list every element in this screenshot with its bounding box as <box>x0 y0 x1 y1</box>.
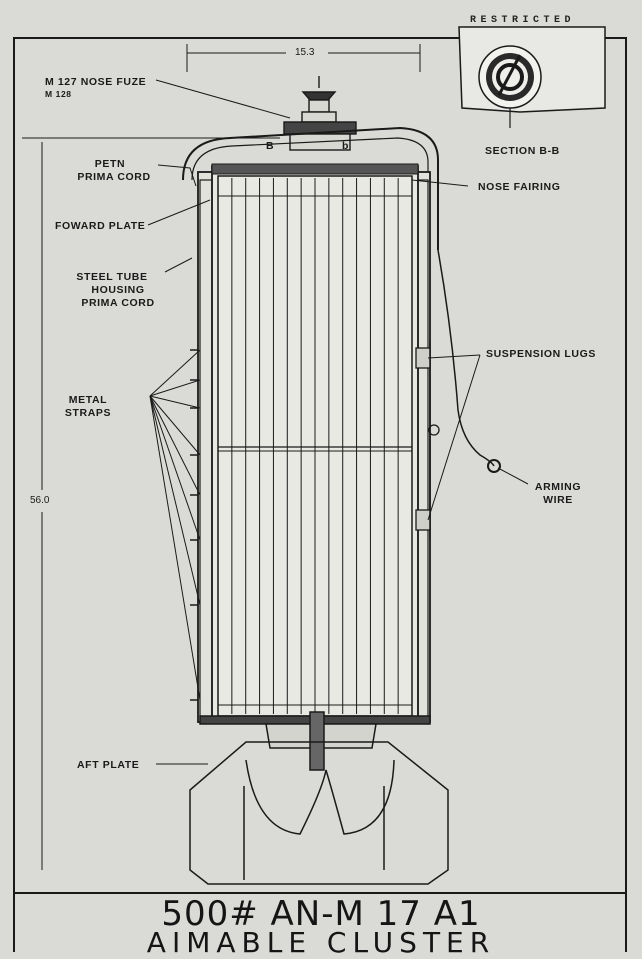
drawing-subtitle: AIMABLE CLUSTER <box>146 926 496 959</box>
arming-wire-ring <box>487 459 501 473</box>
label-petn-prima-cord: PRIMA CORD <box>77 171 151 183</box>
label-petn: PETN <box>94 158 126 170</box>
label-suspension-lugs: SUSPENSION LUGS <box>486 348 596 360</box>
label-steel-tube-prima-cord: PRIMA CORD <box>81 297 155 309</box>
nose-fairing <box>182 126 439 250</box>
drawing-title: 500# AN-M 17 A1 <box>161 894 481 934</box>
suspension-lugs <box>415 340 440 540</box>
aft-plate-and-tail <box>189 711 449 885</box>
arming-wire <box>437 249 495 467</box>
label-nose-fairing: NOSE FAIRING <box>478 181 561 193</box>
label-nose-fuze: M 127 NOSE FUZE <box>45 76 147 88</box>
width-dimension-value: 15.3 <box>295 47 315 58</box>
label-metal-straps-2: STRAPS <box>64 407 112 419</box>
label-forward-plate: FOWARD PLATE <box>55 220 146 232</box>
label-b-left: B <box>266 140 275 152</box>
cluster-body <box>197 163 431 723</box>
drawing-border <box>13 37 627 952</box>
length-dimension-value: 56.0 <box>30 495 50 506</box>
label-aft-plate: AFT PLATE <box>77 759 140 771</box>
restricted-stamp: RESTRICTED <box>470 15 576 26</box>
nose-fuze <box>283 76 357 151</box>
label-arming-wire: ARMING <box>534 481 582 493</box>
section-b-b-view <box>458 26 606 128</box>
label-steel-tube-housing: HOUSING <box>91 284 145 296</box>
label-b-right: b <box>342 140 350 152</box>
label-section-b-b: SECTION B-B <box>485 145 560 157</box>
label-nose-fuze-alt: M 128 <box>45 89 72 99</box>
leader-lines <box>147 79 529 765</box>
label-metal-straps: METAL <box>68 394 108 406</box>
label-arming-wire-2: WIRE <box>543 494 573 506</box>
bomblet-lines <box>231 178 399 714</box>
label-steel-tube: STEEL TUBE <box>76 271 148 283</box>
width-dimension <box>186 44 421 72</box>
metal-straps-left <box>190 349 198 701</box>
